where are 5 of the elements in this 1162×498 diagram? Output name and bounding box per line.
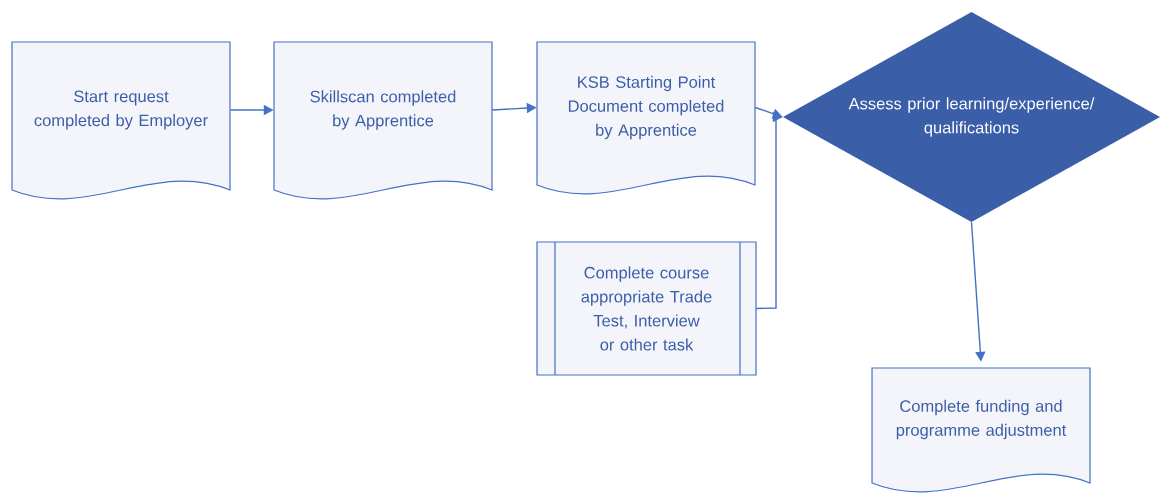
document-box: Start request completed by Employer bbox=[11, 41, 231, 200]
document-box: KSB Starting Point Document completed by Apprentice bbox=[536, 41, 756, 195]
document-box: Complete funding and programme adjustment bbox=[871, 367, 1091, 493]
process-box: Complete course appropriate Trade Test, Interview or other task bbox=[536, 241, 757, 376]
document-box: Skillscan completed by Apprentice bbox=[273, 41, 493, 200]
